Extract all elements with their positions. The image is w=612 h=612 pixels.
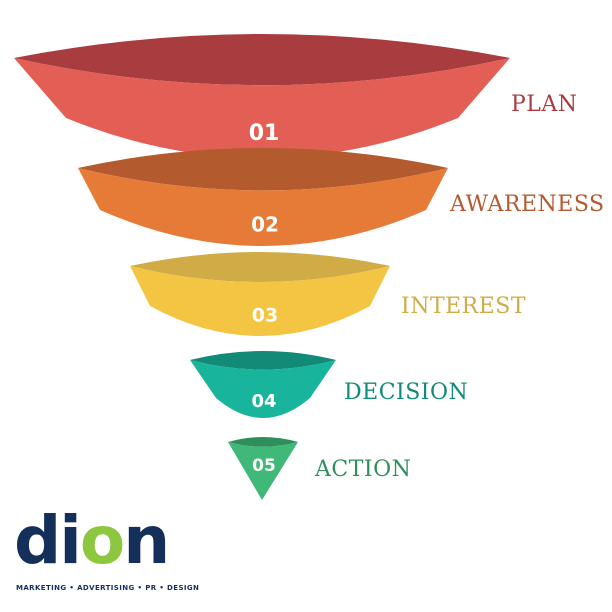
funnel-stage-2: 02 — [78, 148, 448, 246]
funnel-stage-1-body — [14, 58, 510, 158]
funnel-stage-5: 05 — [228, 437, 298, 500]
funnel-stage-3-number: 03 — [252, 305, 278, 327]
stage-label-decision: DECISION — [344, 380, 469, 405]
funnel-stage-3-body — [130, 266, 390, 336]
funnel-stage-4: 04 — [190, 351, 336, 418]
stage-label-awareness: AWARENESS — [450, 192, 605, 217]
funnel-stage-4-inner — [190, 351, 336, 370]
funnel-stage-2-number: 02 — [251, 213, 279, 237]
funnel-stage-5-inner — [228, 437, 298, 447]
dion-logo: dion MARKETING • ADVERTISING • PR • DESI… — [14, 508, 204, 606]
stage-label-interest: INTEREST — [401, 294, 527, 319]
funnel-stage-3: 03 — [130, 252, 390, 336]
funnel-stage-4-number: 04 — [251, 391, 276, 412]
funnel-stage-1: 01 — [14, 34, 510, 158]
funnel-stage-1-inner — [14, 34, 510, 86]
funnel-stage-2-inner — [78, 148, 448, 191]
funnel-stage-2-body — [78, 168, 448, 246]
logo-wordmark: dion — [14, 502, 170, 579]
logo-green-o: o — [79, 502, 125, 579]
stage-label-action: ACTION — [315, 457, 412, 482]
funnel-stage-5-number: 05 — [252, 456, 276, 476]
funnel-stage-4-body — [190, 360, 336, 418]
funnel-stage-5-body — [228, 442, 298, 500]
funnel-stage-1-number: 01 — [249, 121, 280, 146]
funnel-stage-3-inner — [130, 252, 390, 282]
stage-label-plan: PLAN — [511, 92, 578, 117]
logo-tagline: MARKETING • ADVERTISING • PR • DESIGN — [16, 584, 200, 592]
